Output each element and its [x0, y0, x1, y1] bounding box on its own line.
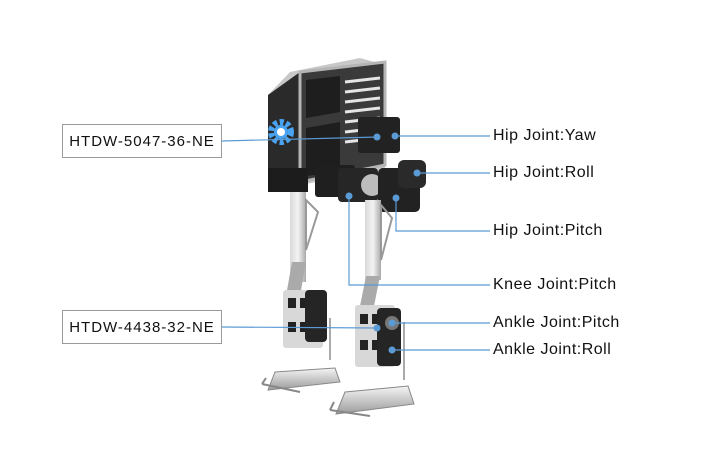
torso [268, 58, 387, 192]
leader-lines [221, 135, 490, 351]
label-knee-pitch: Knee Joint:Pitch [493, 276, 617, 293]
gear-logo-icon [268, 119, 294, 145]
marker-dot-icon [373, 133, 381, 141]
joint-markers [345, 132, 421, 354]
motor-label-hip: HTDW-5047-36-NE [62, 124, 222, 158]
hip-actuators [315, 117, 426, 212]
motor-label-ankle: HTDW-4438-32-NE [62, 310, 222, 344]
label-hip-pitch: Hip Joint:Pitch [493, 222, 603, 239]
label-ankle-roll: Ankle Joint:Roll [493, 341, 612, 358]
label-hip-roll: Hip Joint:Roll [493, 164, 595, 181]
label-ankle-pitch: Ankle Joint:Pitch [493, 314, 620, 331]
left-leg [261, 192, 341, 393]
right-leg [329, 200, 415, 417]
label-hip-yaw: Hip Joint:Yaw [493, 127, 597, 144]
